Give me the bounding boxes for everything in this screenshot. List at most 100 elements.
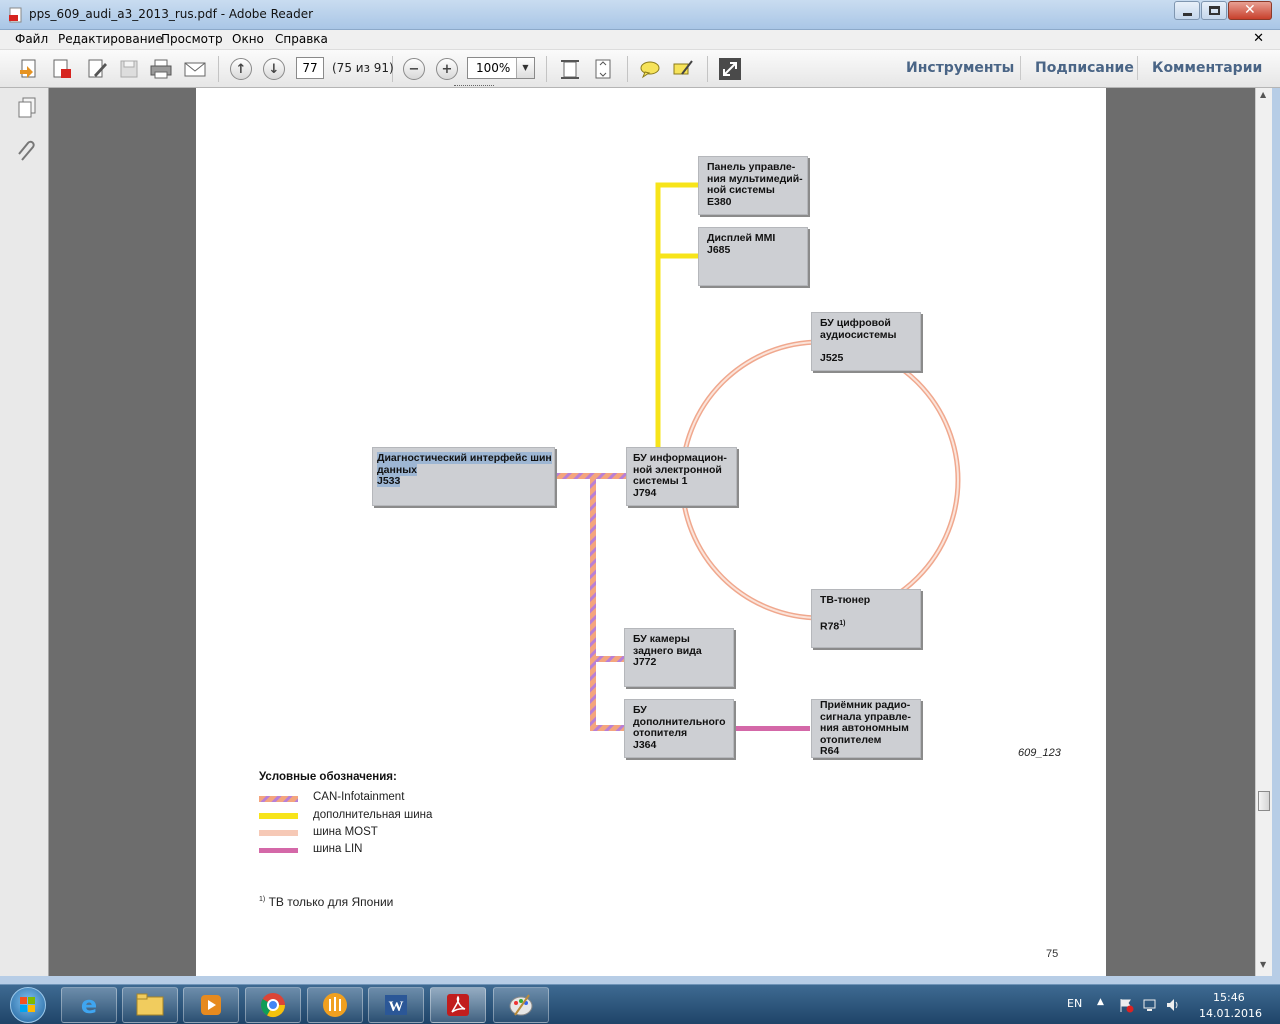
taskbar-explorer[interactable] — [122, 987, 178, 1023]
tab-sign[interactable]: Подписание — [1035, 60, 1134, 76]
clock-time[interactable]: 15:46 — [1213, 991, 1245, 1004]
start-button[interactable] — [10, 987, 46, 1023]
minimize-button[interactable] — [1174, 1, 1200, 20]
scroll-thumb[interactable] — [1258, 791, 1270, 811]
app-orange-icon — [323, 993, 347, 1017]
language-indicator[interactable]: EN — [1067, 997, 1083, 1010]
taskbar-paint[interactable] — [493, 987, 549, 1023]
footnote: 1) ТВ только для Японии — [259, 895, 393, 909]
window-frame-bottom — [0, 976, 1280, 984]
can-infotainment-lines — [555, 473, 626, 731]
legend-label-aux: дополнительная шина — [313, 809, 433, 821]
j533-code: J533 — [377, 475, 401, 487]
page-thumbnails-icon[interactable] — [16, 96, 38, 120]
comment-bubble-icon[interactable] — [638, 57, 662, 81]
r78-title: ТВ-тюнер — [820, 594, 871, 606]
maximize-button[interactable] — [1201, 1, 1227, 20]
windows-logo-icon — [20, 997, 35, 1012]
clock-date[interactable]: 14.01.2016 — [1199, 1007, 1262, 1020]
taskbar-app-orange[interactable] — [307, 987, 363, 1023]
page-number-input[interactable]: 77 — [296, 57, 324, 79]
save-icon[interactable] — [117, 57, 141, 81]
internet-explorer-icon: e — [80, 991, 98, 1019]
menu-window[interactable]: Окно — [232, 32, 264, 46]
menu-help[interactable]: Справка — [275, 32, 328, 46]
media-player-icon — [201, 995, 221, 1015]
figure-id: 609_123 — [1018, 747, 1061, 759]
svg-text:W: W — [389, 999, 404, 1015]
footnote-mark: 1) — [259, 896, 266, 903]
taskbar-adobe-reader[interactable] — [430, 987, 486, 1023]
tab-tools[interactable]: Инструменты — [906, 60, 1015, 76]
menu-edit[interactable]: Редактирование — [58, 32, 163, 46]
print-icon[interactable] — [149, 57, 173, 81]
page-footer-number: 75 — [1046, 948, 1059, 960]
legend-label-lin: шина LIN — [313, 843, 363, 855]
taskbar-media-player[interactable] — [183, 987, 239, 1023]
tab-comment[interactable]: Комментарии — [1152, 60, 1263, 76]
box-e380: Панель управле- ния мультимедий- ной сис… — [698, 156, 808, 215]
network-icon[interactable] — [1142, 997, 1158, 1013]
show-hidden-icons-button[interactable]: ▲ — [1097, 997, 1104, 1007]
menu-view[interactable]: Просмотр — [161, 32, 223, 46]
legend-swatch-can — [259, 796, 298, 802]
box-j772: БУ камеры заднего вида J772 — [624, 628, 734, 687]
page-top-text-fragment — [454, 82, 494, 86]
page-count-label: (75 из 91) — [332, 61, 394, 75]
toolbar: ↑ ↓ − + — [0, 50, 1280, 88]
pdf-page — [196, 85, 1106, 976]
action-center-flag-icon[interactable] — [1118, 997, 1134, 1013]
close-document-icon[interactable]: ✕ — [1253, 31, 1264, 46]
chrome-icon — [260, 993, 285, 1018]
volume-icon[interactable] — [1165, 997, 1181, 1013]
zoom-in-button[interactable]: + — [435, 57, 459, 81]
adobe-reader-icon — [447, 994, 469, 1016]
j533-title: Диагностический интерфейс шин данных — [377, 452, 552, 476]
chevron-down-icon[interactable]: ▼ — [516, 58, 534, 78]
fit-page-width-icon[interactable] — [558, 57, 582, 81]
box-j525: БУ цифровой аудиосистемы J525 — [811, 312, 921, 371]
email-icon[interactable] — [183, 57, 207, 81]
legend-swatch-lin — [259, 848, 298, 853]
taskbar-internet-explorer[interactable]: e — [61, 987, 117, 1023]
folder-icon — [136, 993, 164, 1016]
open-file-icon[interactable] — [17, 57, 41, 81]
create-pdf-icon[interactable] — [50, 57, 74, 81]
highlight-text-icon[interactable] — [671, 57, 695, 81]
edit-pdf-icon[interactable] — [85, 57, 109, 81]
expand-view-icon[interactable] — [718, 57, 742, 81]
box-j794: БУ информацион- ной электронной системы … — [626, 447, 737, 506]
legend-label-most: шина MOST — [313, 826, 378, 838]
vertical-scrollbar[interactable]: ▲ ▼ — [1255, 88, 1272, 976]
paint-palette-icon — [509, 994, 533, 1016]
title-bar: pps_609_audi_a3_2013_rus.pdf - Adobe Rea… — [0, 0, 1280, 30]
attachments-paperclip-icon[interactable] — [16, 140, 38, 164]
window-title: pps_609_audi_a3_2013_rus.pdf - Adobe Rea… — [29, 7, 314, 21]
zoom-value: 100% — [476, 61, 511, 75]
scroll-up-icon[interactable]: ▲ — [1260, 90, 1267, 99]
box-r64: Приёмник радио- сигнала управле- ния авт… — [811, 699, 921, 758]
menu-file[interactable]: Файл — [15, 32, 49, 46]
windows-taskbar: e W EN ▲ 15:46 14.01.2016 — [0, 984, 1280, 1024]
close-window-button[interactable]: ✕ — [1228, 1, 1272, 20]
lin-bus-line — [735, 726, 810, 731]
next-page-button[interactable]: ↓ — [262, 57, 286, 81]
taskbar-word[interactable]: W — [368, 987, 424, 1023]
fit-page-icon[interactable] — [591, 57, 615, 81]
aux-bus-lines — [655, 182, 698, 448]
zoom-select[interactable]: 100% ▼ — [467, 57, 535, 79]
box-j533: Диагностический интерфейс шин данных J53… — [372, 447, 555, 506]
legend-swatch-most — [259, 830, 298, 836]
pdf-file-icon — [9, 7, 22, 23]
zoom-out-button[interactable]: − — [402, 57, 426, 81]
menu-bar: Файл Редактирование Просмотр Окно Справк… — [0, 30, 1280, 50]
navigation-pane — [0, 88, 49, 976]
scroll-down-icon[interactable]: ▼ — [1260, 960, 1267, 969]
taskbar-chrome[interactable] — [245, 987, 301, 1023]
footnote-text: ТВ только для Японии — [268, 895, 394, 909]
previous-page-button[interactable]: ↑ — [229, 57, 253, 81]
window-frame-right — [1272, 88, 1280, 976]
legend-label-can: CAN-Infotainment — [313, 791, 405, 803]
legend-swatch-aux — [259, 813, 298, 819]
